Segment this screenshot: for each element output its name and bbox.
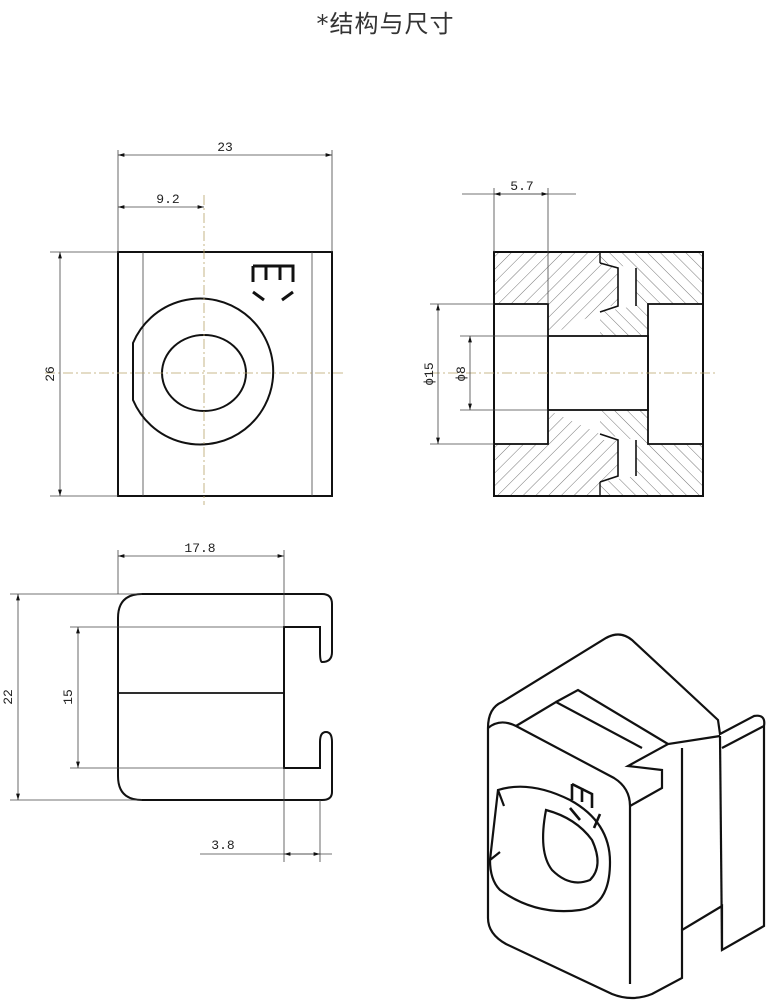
top-view: 17.8 22 15 3.8 [1, 541, 333, 862]
dim-front-width: 23 [217, 140, 233, 155]
brand-logo-icon [251, 264, 295, 302]
page-title: *结构与尺寸 [316, 10, 455, 38]
dim-top-gap: 3.8 [211, 838, 234, 853]
dim-section-bore-large: ϕ15 [422, 362, 437, 385]
dim-top-height: 22 [1, 689, 16, 705]
dim-top-slot: 15 [61, 689, 76, 705]
front-view: 23 9.2 26 [43, 140, 345, 505]
brand-logo-icon [569, 782, 602, 829]
dim-front-height: 26 [43, 366, 58, 382]
dim-section-bore-small: ϕ8 [454, 366, 469, 382]
dim-top-width: 17.8 [184, 541, 215, 556]
dim-front-offset: 9.2 [156, 192, 179, 207]
section-view: 5.7 ϕ15 ϕ8 [422, 179, 715, 497]
dim-section-offset: 5.7 [510, 179, 533, 194]
isometric-view [486, 633, 766, 1000]
